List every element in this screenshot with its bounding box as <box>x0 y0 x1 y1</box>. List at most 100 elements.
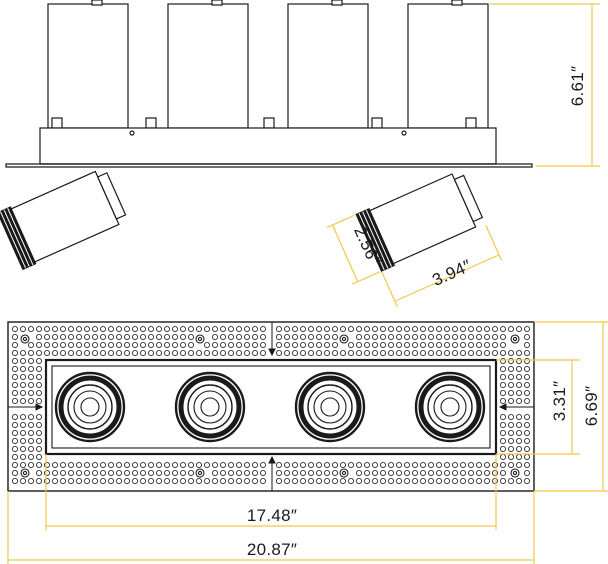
perforation-hole <box>395 325 402 332</box>
perforation-hole <box>116 477 123 484</box>
perforation-hole <box>475 477 482 484</box>
perforation-hole <box>355 461 362 468</box>
perforation-hole <box>307 341 314 348</box>
perforation-hole <box>11 421 18 428</box>
perforation-hole <box>339 477 346 484</box>
perforation-hole <box>451 341 458 348</box>
perforation-hole <box>19 365 26 372</box>
perforation-hole <box>76 469 83 476</box>
perforation-hole <box>76 333 83 340</box>
perforation-hole <box>291 349 298 356</box>
perforation-hole <box>124 469 131 476</box>
perforation-hole <box>451 477 458 484</box>
perforation-hole <box>323 477 330 484</box>
perforation-hole <box>499 333 506 340</box>
perforation-hole <box>419 477 426 484</box>
perforation-hole <box>499 357 506 364</box>
perforation-hole <box>243 477 250 484</box>
perforation-hole <box>323 349 330 356</box>
perforation-hole <box>60 477 67 484</box>
perforation-hole <box>371 477 378 484</box>
perforation-hole <box>44 341 51 348</box>
perforation-hole <box>291 333 298 340</box>
perforation-hole <box>211 349 218 356</box>
perforation-hole <box>227 349 234 356</box>
perforation-hole <box>451 461 458 468</box>
perforation-hole <box>459 349 466 356</box>
perforation-hole <box>283 461 290 468</box>
perforation-hole <box>524 325 531 332</box>
perforation-hole <box>19 453 26 460</box>
perforation-hole <box>36 325 43 332</box>
perforation-hole <box>259 469 266 476</box>
perforation-hole <box>524 413 531 420</box>
flange-screw-holes <box>20 334 520 478</box>
perforation-hole <box>499 381 506 388</box>
perforation-hole <box>36 469 43 476</box>
perforation-hole <box>411 349 418 356</box>
perforation-hole <box>459 341 466 348</box>
perforation-hole <box>411 341 418 348</box>
perforation-hole <box>363 477 370 484</box>
perforation-hole <box>108 333 115 340</box>
perforation-hole <box>36 397 43 404</box>
perforation-hole <box>11 349 18 356</box>
perforation-hole <box>395 469 402 476</box>
perforation-hole <box>435 333 442 340</box>
perforation-hole <box>131 341 138 348</box>
perforation-hole <box>507 437 514 444</box>
perforation-hole <box>467 341 474 348</box>
perforation-hole <box>36 413 43 420</box>
perforation-hole <box>219 461 226 468</box>
perforation-hole <box>516 365 523 372</box>
dim-overall-height: 6.61″ <box>568 66 587 107</box>
perforation-hole <box>524 429 531 436</box>
perforation-hole <box>100 333 107 340</box>
perforation-hole <box>251 349 258 356</box>
perforation-hole <box>11 461 18 468</box>
perforation-hole <box>60 461 67 468</box>
perforation-hole <box>524 349 531 356</box>
perforation-hole <box>499 469 506 476</box>
perforation-hole <box>516 421 523 428</box>
perforation-hole <box>435 325 442 332</box>
perforation-hole <box>27 325 34 332</box>
perforation-hole <box>243 333 250 340</box>
perforation-hole <box>108 349 115 356</box>
perforation-hole <box>147 469 154 476</box>
dim-flange-height: 6.69″ <box>582 386 601 427</box>
perforation-hole <box>203 341 210 348</box>
perforation-hole <box>491 461 498 468</box>
perforation-hole <box>467 469 474 476</box>
perforation-hole <box>179 469 186 476</box>
perforation-hole <box>443 469 450 476</box>
perforation-hole <box>155 469 162 476</box>
perforation-hole <box>507 429 514 436</box>
perforation-hole <box>323 341 330 348</box>
perforation-hole <box>52 341 59 348</box>
perforation-hole <box>60 341 67 348</box>
center-marks <box>8 322 534 491</box>
perforation-hole <box>299 333 306 340</box>
perforation-hole <box>100 469 107 476</box>
perforation-hole <box>331 333 338 340</box>
perforation-hole <box>339 349 346 356</box>
perforation-hole <box>427 341 434 348</box>
perforation-hole <box>131 325 138 332</box>
perforation-hole <box>371 325 378 332</box>
perforation-hole <box>243 349 250 356</box>
perforation-hole <box>11 333 18 340</box>
perforation-hole <box>299 469 306 476</box>
perforation-hole <box>211 461 218 468</box>
perforation-hole <box>291 341 298 348</box>
perforation-hole <box>483 333 490 340</box>
perforation-hole <box>475 469 482 476</box>
perforation-hole <box>235 461 242 468</box>
perforation-hole <box>307 477 314 484</box>
perforation-hole <box>499 397 506 404</box>
perforation-hole <box>171 341 178 348</box>
perforation-hole <box>419 349 426 356</box>
perforation-hole <box>19 381 26 388</box>
perforation-hole <box>131 461 138 468</box>
